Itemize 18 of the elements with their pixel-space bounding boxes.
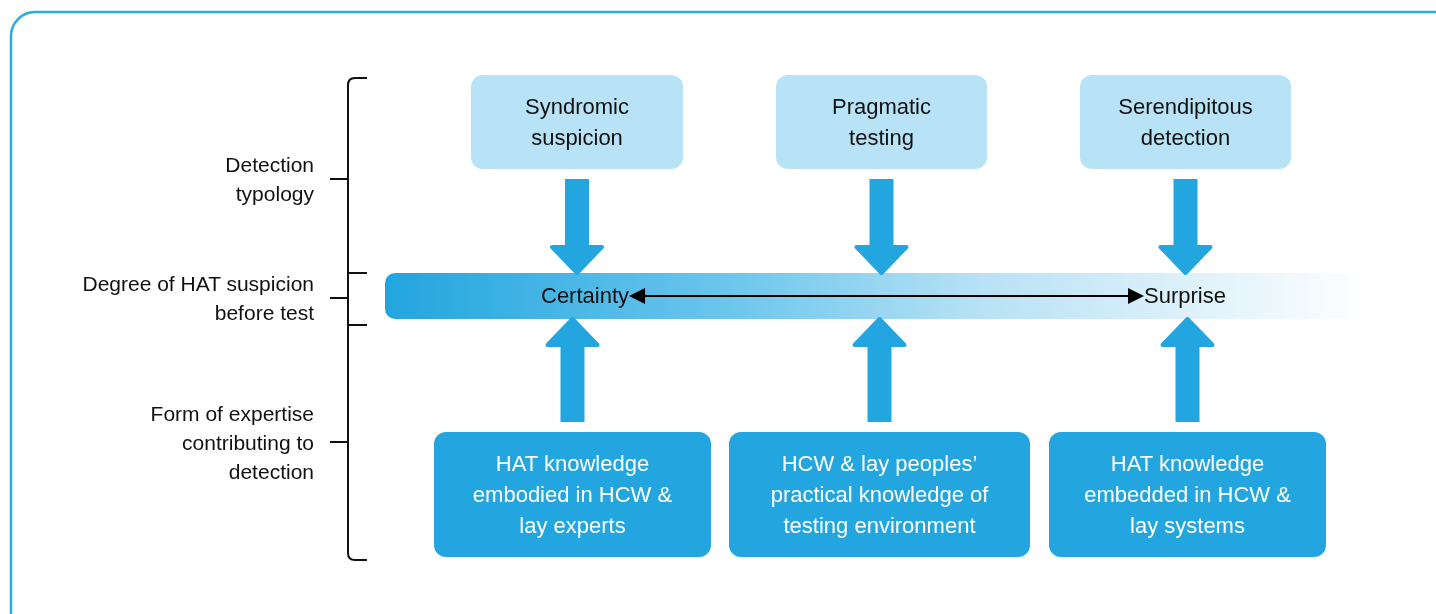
block-arrow [854, 179, 909, 275]
block-arrow [852, 317, 907, 422]
scale-label: Surprise [1144, 282, 1226, 310]
block-arrow [1160, 317, 1215, 422]
category-box: Syndromic suspicion [471, 75, 683, 169]
block-arrow [1158, 179, 1213, 275]
expertise-box: HAT knowledge embedded in HCW & lay systems [1049, 432, 1326, 557]
block-arrow [545, 317, 600, 422]
category-box: Pragmatic testing [776, 75, 987, 169]
scale-label: Certainty [541, 282, 630, 310]
block-arrow [550, 179, 604, 275]
category-box: Serendipitous detection [1080, 75, 1291, 169]
double-arrow [629, 288, 1144, 304]
row-label: Degree of HAT suspicion before test [81, 271, 314, 326]
expertise-box: HCW & lay peoples’ practical knowledge of testing environment [729, 432, 1030, 557]
row-label: Form of expertise contributing to detection [149, 400, 314, 485]
expertise-box: HAT knowledge embodied in HCW & lay experts [434, 432, 711, 557]
row-label: Detection typology [224, 152, 314, 207]
